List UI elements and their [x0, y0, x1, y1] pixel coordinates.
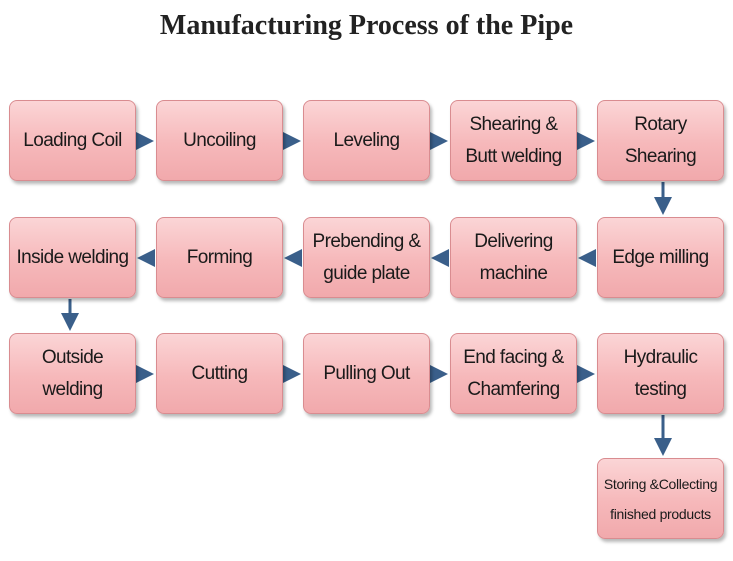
- step-leveling: Leveling: [303, 100, 430, 181]
- step-hydraulic-testing: Hydraulic testing: [597, 333, 724, 414]
- page-title: Manufacturing Process of the Pipe: [159, 10, 574, 41]
- step-rotary-shearing: Rotary Shearing: [597, 100, 724, 181]
- step-storing-collecting: Storing &Collecting finished products: [597, 458, 724, 539]
- step-inside-welding: Inside welding: [9, 217, 136, 298]
- step-forming: Forming: [156, 217, 283, 298]
- step-prebending-guide-plate: Prebending & guide plate: [303, 217, 430, 298]
- step-uncoiling: Uncoiling: [156, 100, 283, 181]
- step-delivering-machine: Delivering machine: [450, 217, 577, 298]
- step-loading-coil: Loading Coil: [9, 100, 136, 181]
- step-cutting: Cutting: [156, 333, 283, 414]
- step-pulling-out: Pulling Out: [303, 333, 430, 414]
- step-end-facing-chamfering: End facing & Chamfering: [450, 333, 577, 414]
- step-outside-welding: Outside welding: [9, 333, 136, 414]
- step-shearing-butt-welding: Shearing & Butt welding: [450, 100, 577, 181]
- step-edge-milling: Edge milling: [597, 217, 724, 298]
